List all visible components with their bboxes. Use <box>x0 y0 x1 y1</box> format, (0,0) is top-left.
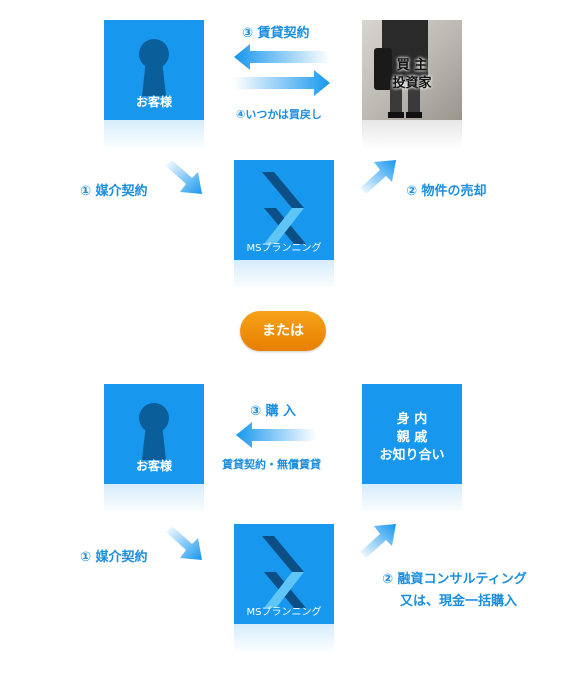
bottom-step3-sub-label: 賃貸契約・無償賃貸 <box>222 458 321 471</box>
arrow-up-right-icon <box>360 524 396 558</box>
company-label: MSプランニング <box>246 243 322 254</box>
company-tile-bottom: MSプランニング <box>234 524 334 624</box>
ms-logo-icon <box>262 172 306 244</box>
arrow-up-right-icon <box>360 160 396 194</box>
top-step1-label: ① 媒介契約 <box>80 184 148 199</box>
buyer-label-2: 投資家 <box>392 76 432 91</box>
company-label: MSプランニング <box>246 607 322 618</box>
ms-logo-icon <box>262 536 306 608</box>
customer-label: お客様 <box>135 459 172 473</box>
or-badge: または <box>240 311 326 351</box>
top-step3-label: ③ 賃貸契約 <box>242 26 310 41</box>
businessman-bag-icon <box>374 20 428 118</box>
photo-reflection <box>362 120 462 150</box>
bottom-step1-label: ① 媒介契約 <box>80 550 148 565</box>
buyer-label-1: 買 主 <box>396 58 428 73</box>
keyhole-icon <box>139 39 169 96</box>
tile-reflection <box>104 484 204 514</box>
relatives-line-2: 親 戚 <box>396 430 428 445</box>
bottom-step2-label-1: ② 融資コンサルティング <box>382 572 527 587</box>
buyer-photo: 買 主 投資家 <box>362 20 462 120</box>
arrow-left-icon <box>234 44 330 70</box>
tile-reflection <box>362 484 462 514</box>
tile-reflection <box>104 120 204 150</box>
arrow-down-right-icon <box>166 526 202 560</box>
relatives-tile: 身 内 親 戚 お知り合い <box>362 384 462 484</box>
keyhole-icon <box>139 403 169 460</box>
top-step4-label: ④いつかは買戻し <box>236 108 322 121</box>
arrow-down-right-icon <box>166 160 202 194</box>
bottom-step2-label-2: 又は、現金一括購入 <box>400 594 518 609</box>
customer-tile-bottom: お客様 <box>104 384 204 484</box>
tile-reflection <box>234 260 334 290</box>
customer-label: お客様 <box>135 95 172 109</box>
arrow-left-icon <box>236 422 316 448</box>
company-tile-top: MSプランニング <box>234 160 334 260</box>
bottom-step3-label: ③ 購 入 <box>250 404 297 419</box>
top-step2-label: ② 物件の売却 <box>406 184 487 199</box>
arrow-right-icon <box>234 70 330 96</box>
customer-tile-top: お客様 <box>104 20 204 120</box>
relatives-line-3: お知り合い <box>379 448 445 463</box>
relatives-line-1: 身 内 <box>396 412 428 427</box>
tile-reflection <box>234 624 334 654</box>
